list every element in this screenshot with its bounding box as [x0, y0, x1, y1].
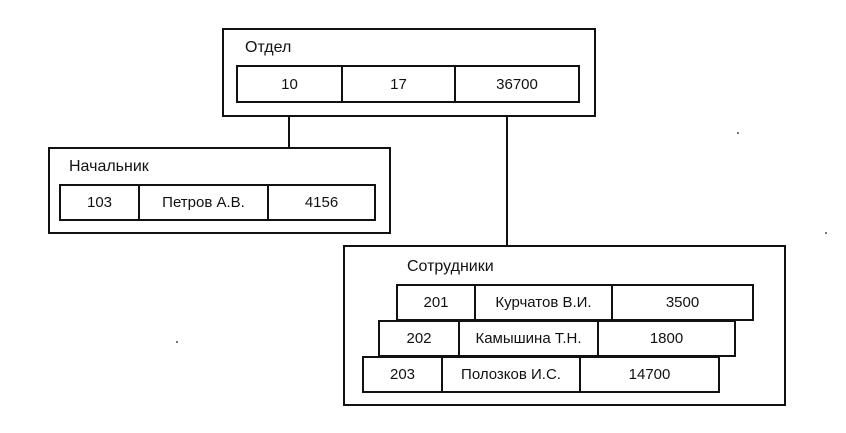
employee-3-salary: 14700: [628, 366, 671, 383]
employees-title: Сотрудники: [407, 258, 494, 275]
employee-record-1: 201 Курчатов В.И. 3500: [396, 284, 754, 321]
employee-record-3: 203 Полозков И.С. 14700: [362, 356, 720, 393]
scan-speck: [825, 232, 827, 234]
department-record: 10 17 36700: [236, 65, 580, 103]
employees-frame: Сотрудники 201 Курчатов В.И. 3500 202 Ка…: [343, 245, 786, 406]
connector-department-manager: [288, 115, 290, 149]
employee-3-name: Полозков И.С.: [443, 358, 581, 391]
employee-1-salary: 3500: [665, 294, 700, 311]
department-frame: Отдел 10 17 36700: [222, 28, 596, 117]
connector-department-employees: [506, 115, 508, 247]
manager-field-1: 103: [61, 186, 140, 219]
manager-title: Начальник: [69, 158, 149, 175]
employee-2-id: 202: [380, 322, 460, 355]
employee-record-2: 202 Камышина Т.Н. 1800: [378, 320, 736, 357]
scan-speck: [737, 132, 739, 134]
department-field-1: 10: [238, 67, 343, 101]
scan-speck: [176, 341, 178, 343]
department-field-3: 36700: [496, 75, 538, 93]
manager-field-2: Петров А.В.: [140, 186, 269, 219]
department-field-2: 17: [343, 67, 456, 101]
employee-2-name: Камышина Т.Н.: [460, 322, 599, 355]
manager-frame: Начальник 103 Петров А.В. 4156: [48, 147, 391, 234]
employee-3-id: 203: [364, 358, 443, 391]
department-title: Отдел: [245, 39, 292, 56]
employee-2-salary: 1800: [649, 330, 684, 347]
employee-1-id: 201: [398, 286, 476, 319]
employee-1-name: Курчатов В.И.: [476, 286, 613, 319]
manager-record: 103 Петров А.В. 4156: [59, 184, 376, 221]
manager-field-3: 4156: [304, 194, 339, 211]
